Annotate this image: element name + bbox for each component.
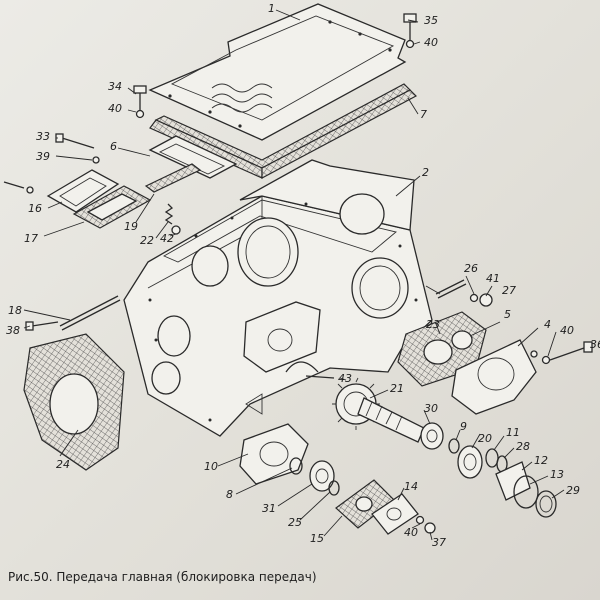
part-label-2: 2	[422, 166, 429, 179]
part-label-40: 40	[108, 102, 122, 115]
part-label-11: 11	[506, 426, 520, 439]
part-label-10: 10	[204, 460, 218, 473]
nut-37	[424, 522, 436, 534]
ring-13	[513, 475, 539, 509]
part-label-37: 37	[432, 536, 446, 549]
part-label-13: 13	[550, 468, 564, 481]
main-housing	[123, 159, 433, 437]
washer-40-mid	[530, 350, 538, 358]
seal-29	[535, 490, 557, 518]
part-label-26: 26	[464, 262, 478, 275]
part-label-29: 29	[566, 484, 580, 497]
part-label-9: 9	[460, 420, 467, 433]
splined-shaft	[357, 397, 425, 443]
rod-18	[59, 295, 121, 331]
part-label-14: 14	[404, 480, 418, 493]
side-cover-small	[46, 169, 120, 213]
part-label-21: 21	[390, 382, 404, 395]
part-label-7: 7	[420, 108, 427, 121]
part-label-24: 24	[56, 458, 70, 471]
figure-caption: Рис.50. Передача главная (блокировка пер…	[8, 570, 317, 584]
part-label-16: 16	[28, 202, 42, 215]
bolt-35	[403, 13, 417, 44]
bearing-cover-4	[451, 339, 537, 415]
bearing-cap-10	[239, 423, 309, 485]
bolt-34	[133, 85, 147, 119]
part-label-36: 36	[590, 338, 600, 351]
part-label-40: 40	[424, 36, 438, 49]
part-label-23: 23	[426, 318, 440, 331]
gasket-strip	[144, 163, 202, 193]
ring-8	[289, 457, 303, 475]
washer-41	[469, 293, 479, 303]
part-label-35: 35	[424, 14, 438, 27]
plate-12	[495, 461, 531, 501]
washer-40-top	[405, 39, 415, 49]
leader-lines	[23, 9, 565, 541]
part-label-41: 41	[486, 272, 500, 285]
part-label-17: 17	[24, 232, 38, 245]
part-label-42: 42	[160, 232, 174, 245]
part-label-43: 43	[338, 372, 352, 385]
bearing-31	[309, 460, 335, 492]
shift-plate	[243, 301, 321, 373]
fork-half-ring	[285, 361, 319, 373]
part-label-6: 6	[110, 140, 117, 153]
part-labels: 1 35 40 34 40 7 33 6 39 2 16 19 42 17 22…	[6, 2, 600, 549]
nut-27	[479, 293, 493, 307]
part-label-27: 27	[502, 284, 516, 297]
ring-25	[328, 480, 340, 496]
bolt-38	[25, 321, 59, 331]
bolt-43	[305, 375, 335, 379]
bearing-30	[420, 422, 444, 450]
part-label-39: 39	[36, 150, 50, 163]
part-label-4: 4	[544, 318, 551, 331]
part-label-28: 28	[516, 440, 530, 453]
large-gasket	[23, 333, 125, 471]
part-label-5: 5	[504, 308, 511, 321]
top-cover-plate	[148, 3, 407, 141]
part-label-12: 12	[534, 454, 548, 467]
part-label-40: 40	[404, 526, 418, 539]
part-label-40: 40	[560, 324, 574, 337]
gasket-15	[335, 479, 395, 529]
ring-11	[485, 448, 499, 468]
part-label-15: 15	[310, 532, 324, 545]
part-label-25: 25	[288, 516, 302, 529]
part-label-33: 33	[36, 130, 50, 143]
plate-14	[371, 493, 419, 535]
part-label-8: 8	[226, 488, 233, 501]
bolt-36	[549, 341, 593, 361]
part-label-18: 18	[8, 304, 22, 317]
washer-40-right	[541, 355, 551, 365]
part-label-1: 1	[268, 2, 275, 15]
part-label-22: 22	[140, 234, 154, 247]
washer-40-bottom	[415, 515, 425, 525]
part-label-19: 19	[124, 220, 138, 233]
part-label-31: 31	[262, 502, 276, 515]
gear-20	[457, 445, 483, 479]
part-label-20: 20	[478, 432, 492, 445]
stud-26	[435, 279, 467, 299]
ring-9	[448, 438, 460, 454]
part-label-30: 30	[424, 402, 438, 415]
part-label-34: 34	[108, 80, 122, 93]
part-label-38: 38	[6, 324, 20, 337]
bolt-left-edge	[3, 181, 34, 194]
spring-22	[164, 203, 174, 225]
